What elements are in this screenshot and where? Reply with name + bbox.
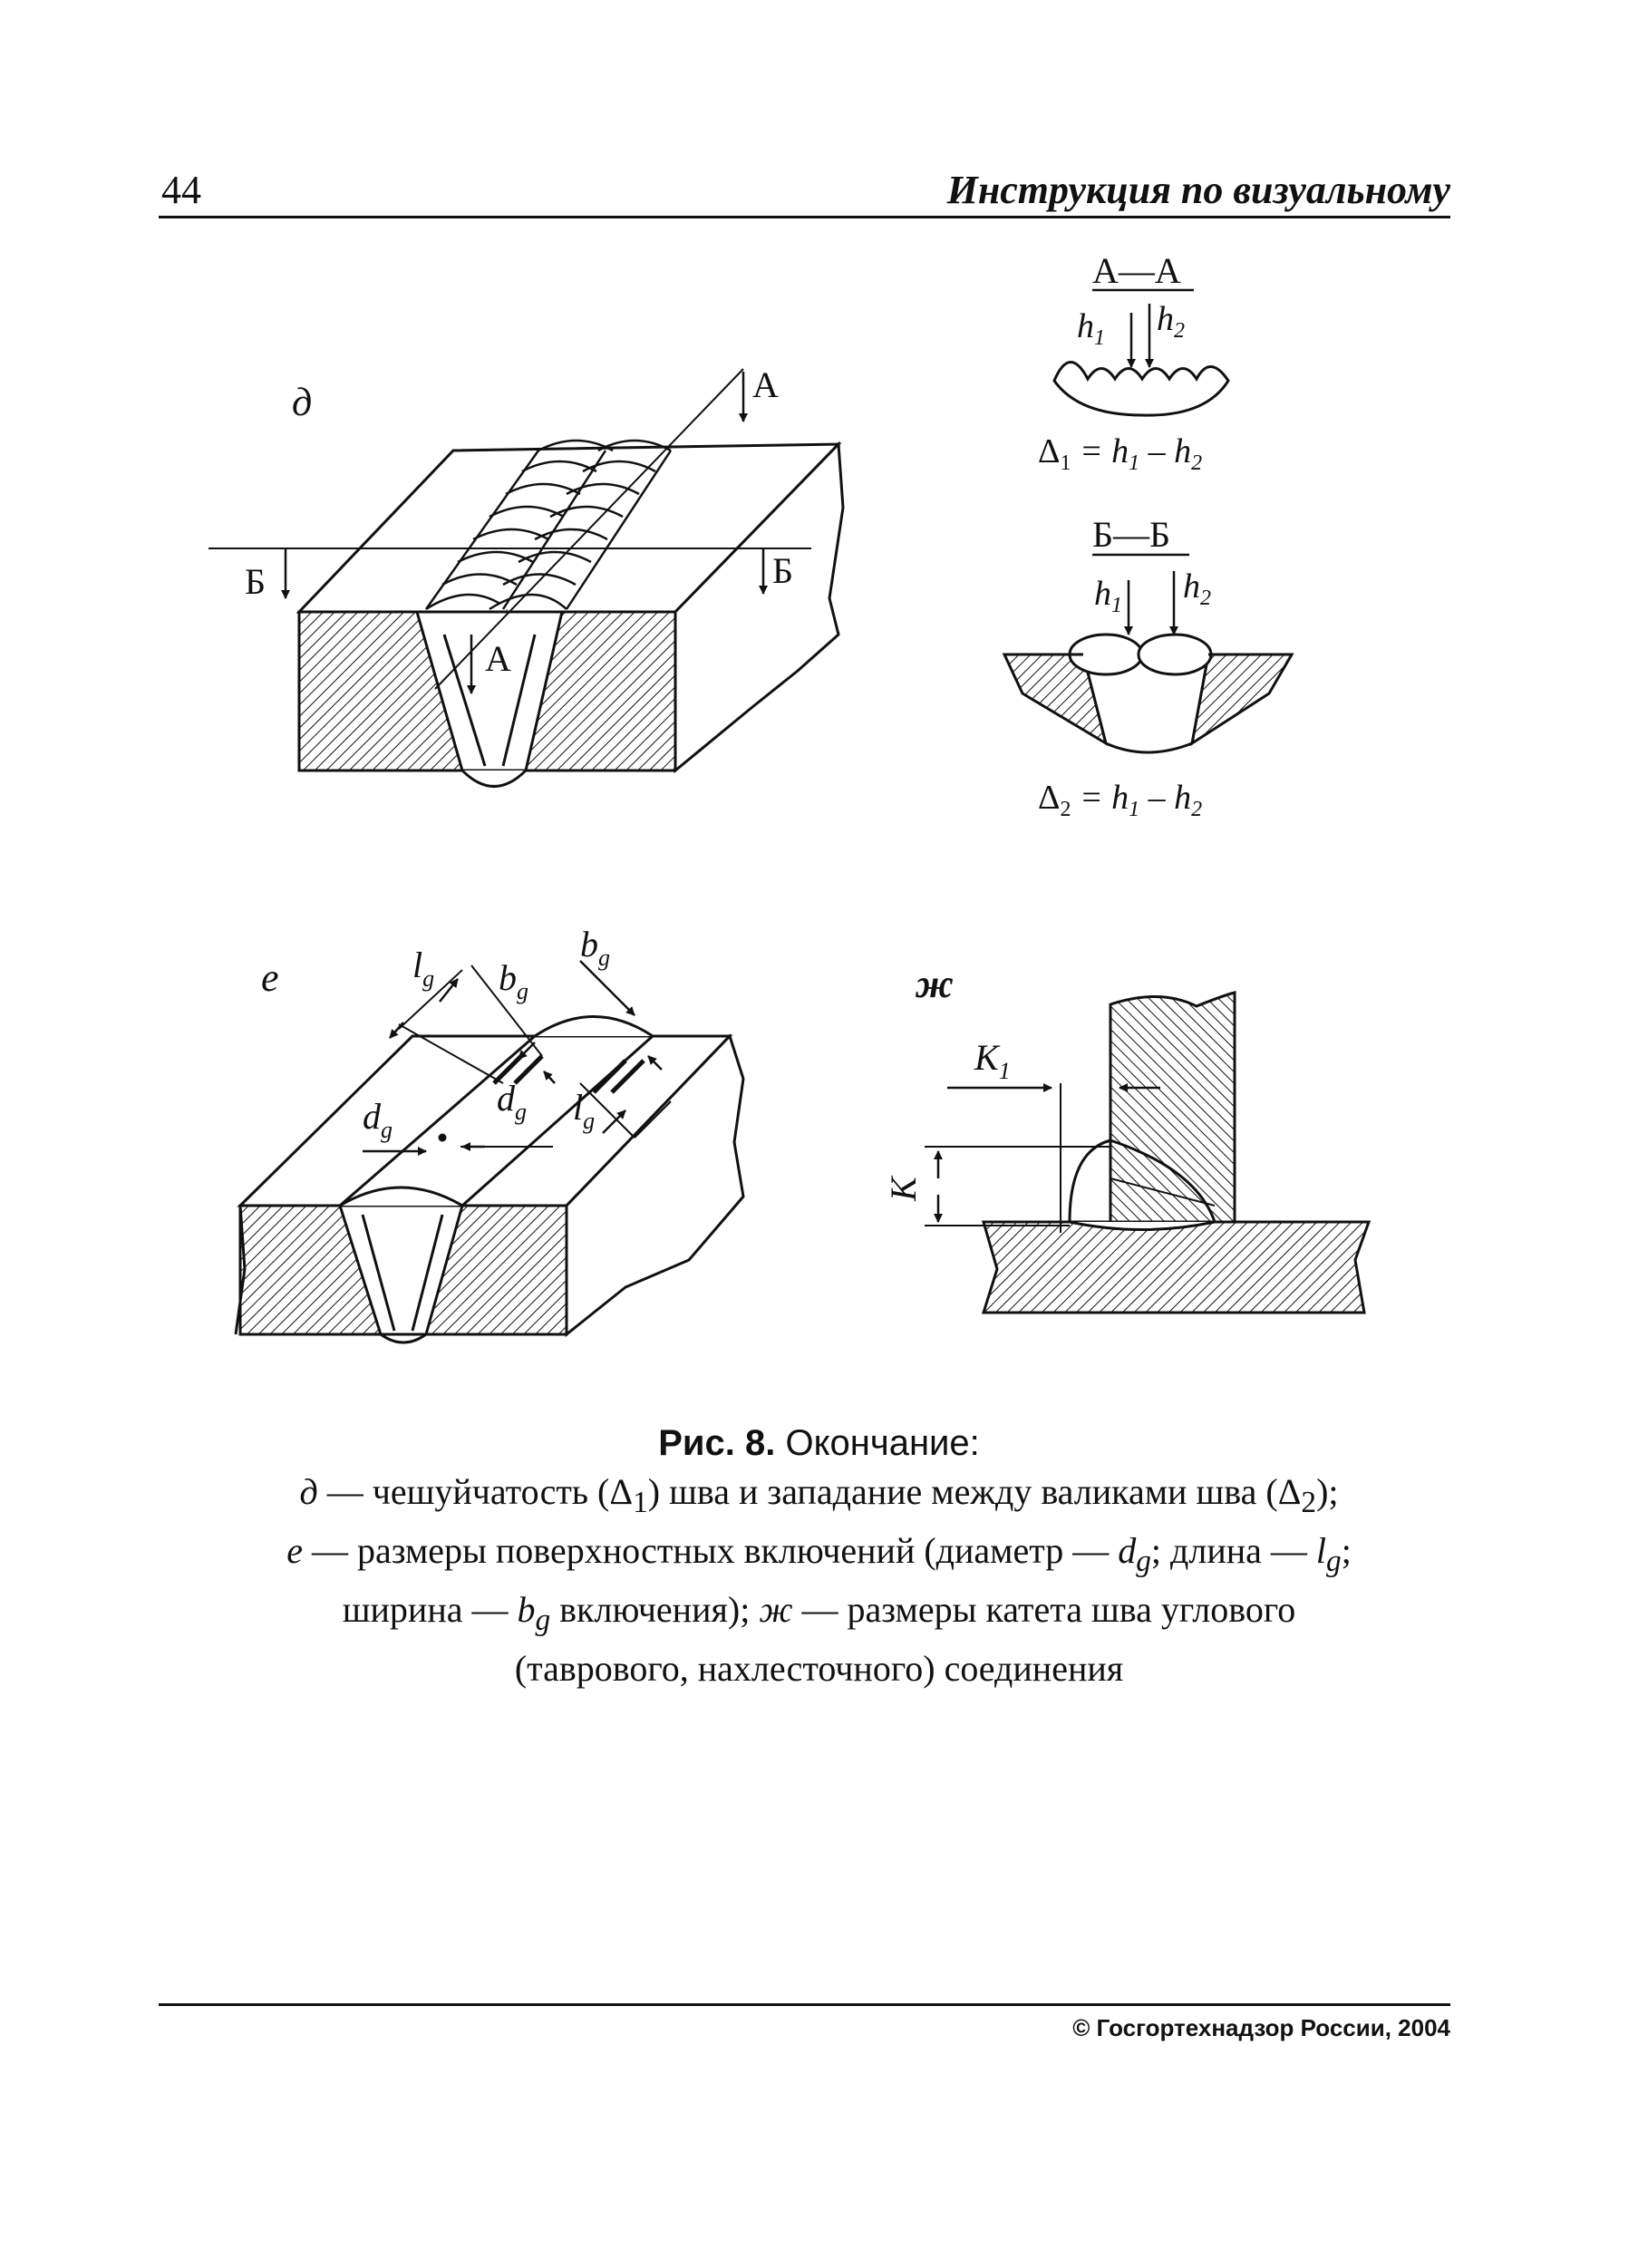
section-aa-h2: h2: [1157, 300, 1185, 343]
figure-8: д А А Б Б А—А h1 h2 Δ1 = h1 – h2 Б—Б h1 …: [208, 250, 1371, 1344]
section-bb-h1: h1: [1094, 575, 1122, 617]
section-aa-drawing: [1052, 304, 1230, 417]
footer-rule: [159, 2003, 1450, 2006]
label-bg-right: bg: [580, 924, 610, 971]
section-a-marker: А: [752, 364, 779, 405]
formula-delta2: Δ2 = h1 – h2: [1038, 779, 1202, 821]
section-b-right-marker: Б: [772, 550, 793, 591]
panel-e-drawing: [234, 960, 745, 1344]
label-k1: K1: [974, 1037, 1011, 1084]
caption-line-2: е — размеры поверхностных включений (диа…: [286, 1530, 1352, 1578]
caption-line-1: д — чешуйчатость (Δ1) шва и западание ме…: [299, 1471, 1339, 1519]
section-aa-h1: h1: [1077, 307, 1105, 350]
panel-zh-label: ж: [915, 962, 954, 1006]
label-dg-right: dg: [497, 1078, 527, 1125]
footer-copyright: © Госгортехнадзор России, 2004: [1072, 2014, 1450, 2041]
label-bg-left: bg: [499, 957, 528, 1004]
caption-title-number: Рис. 8.: [658, 1423, 776, 1463]
section-aa-title: А—А: [1092, 250, 1181, 291]
page-number: 44: [161, 168, 201, 212]
header-rule: [159, 216, 1450, 218]
panel-d-drawing: [208, 368, 845, 788]
caption-title-text: Окончание:: [775, 1423, 980, 1463]
label-dg-left: dg: [363, 1096, 393, 1143]
section-bb-title: Б—Б: [1092, 514, 1170, 555]
label-k: K: [883, 1175, 924, 1202]
figure-caption: Рис. 8. Окончание: д — чешуйчатость (Δ1)…: [181, 1419, 1457, 1692]
panel-e-label: е: [261, 955, 279, 1000]
label-lg-upper: lg: [412, 945, 434, 992]
section-a-lower-marker: А: [485, 638, 511, 679]
section-b-left-marker: Б: [245, 561, 266, 602]
formula-delta1: Δ1 = h1 – h2: [1038, 432, 1202, 475]
section-bb-h2: h2: [1183, 567, 1211, 610]
section-bb-drawing: [1002, 571, 1294, 754]
panel-d-label: д: [292, 380, 312, 424]
running-head: Инструкция по визуальному: [946, 168, 1450, 212]
panel-zh-drawing: [925, 991, 1371, 1314]
caption-title: Рис. 8. Окончание:: [181, 1419, 1457, 1468]
caption-line-3: ширина — bg включения); ж — размеры кате…: [342, 1589, 1296, 1637]
caption-line-4: (таврового, нахлесточного) соединения: [514, 1648, 1124, 1689]
label-lg-lower: lg: [573, 1087, 595, 1134]
